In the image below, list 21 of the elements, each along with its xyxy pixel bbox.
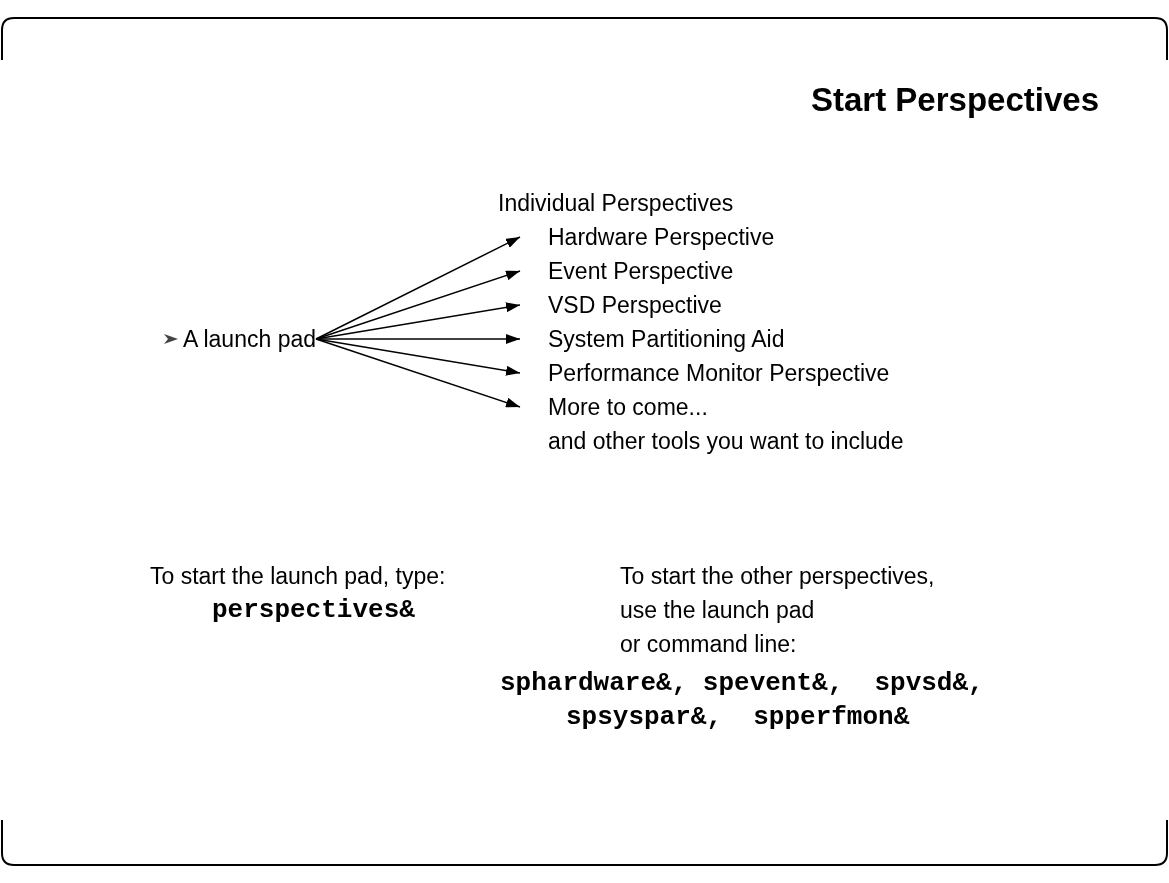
command-text: sphardware&, spevent&, spvsd&, (500, 667, 984, 700)
slide-title: Start Perspectives (811, 80, 1099, 120)
command-text: spsyspar&, spperfmon& (566, 701, 910, 734)
note-text: To start the other perspectives, (620, 562, 935, 591)
arrow (315, 338, 521, 376)
note-text: To start the launch pad, type: (150, 562, 446, 591)
list-item-text: A launch pad (183, 322, 316, 356)
arrow (315, 236, 521, 340)
command-text: perspectives& (212, 594, 415, 627)
note-text: use the launch pad (620, 596, 815, 625)
note-text: and other tools you want to include (548, 427, 904, 456)
list-item-text: Hardware Perspective (520, 220, 775, 254)
arrow (315, 338, 521, 408)
note-text: Individual Perspectives (498, 189, 734, 218)
list-item-text: System Partitioning Aid (520, 322, 785, 356)
list-item-text: More to come... (520, 390, 708, 424)
note-text: or command line: (620, 630, 797, 659)
list-item-text: Event Perspective (520, 254, 734, 288)
list-item-text: VSD Perspective (520, 288, 722, 322)
arrow (315, 270, 521, 340)
list-item-text: Performance Monitor Perspective (520, 356, 890, 390)
